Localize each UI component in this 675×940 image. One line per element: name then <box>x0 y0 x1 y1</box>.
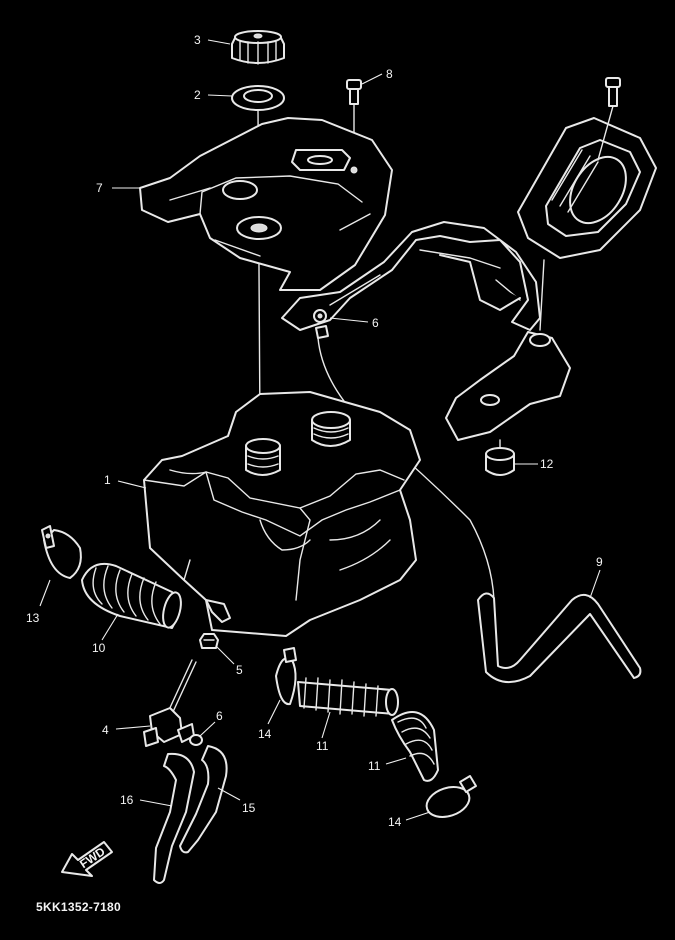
callout-6-lower: 6 <box>216 709 223 723</box>
callout-10: 10 <box>92 641 106 655</box>
grommet <box>485 447 515 476</box>
callout-6-upper: 6 <box>372 316 379 330</box>
callout-13: 13 <box>26 611 40 625</box>
filter-screen <box>199 633 219 649</box>
vent-hose <box>477 592 642 683</box>
top-cover <box>139 117 393 291</box>
fuel-cock <box>143 659 197 747</box>
frame-bracket <box>281 221 541 331</box>
fuel-cap <box>231 30 285 65</box>
callout-3: 3 <box>194 33 201 47</box>
fuel-hoses <box>153 745 228 884</box>
callout-5: 5 <box>236 663 243 677</box>
corrugated-duct <box>81 562 182 629</box>
spring-hose <box>297 677 399 717</box>
callout-4: 4 <box>102 723 109 737</box>
diagram-code: 5KK1352-7180 <box>36 900 121 914</box>
callout-11-upper: 11 <box>316 739 329 753</box>
fuel-tank <box>143 391 421 637</box>
callouts: 3 2 8 7 6 1 12 9 13 10 5 4 6 14 11 11 14… <box>26 33 603 829</box>
lower-mount <box>445 259 571 461</box>
callout-16: 16 <box>120 793 134 807</box>
coil-hose <box>391 711 439 782</box>
hose-clip-upper <box>315 325 495 601</box>
callout-2: 2 <box>194 88 201 102</box>
leader-lines <box>39 39 601 821</box>
callout-9: 9 <box>596 555 603 569</box>
callout-11-lower: 11 <box>368 759 381 773</box>
callout-8: 8 <box>386 67 393 81</box>
callout-1: 1 <box>104 473 111 487</box>
cap-seal <box>231 85 285 111</box>
fwd-arrow-icon: FWD <box>61 841 113 877</box>
callout-14-lower: 14 <box>388 815 402 829</box>
hose-clamp <box>41 525 82 579</box>
callout-12: 12 <box>540 457 554 471</box>
hose-band-upper <box>275 647 297 706</box>
callout-14-upper: 14 <box>258 727 272 741</box>
callout-15: 15 <box>242 801 256 815</box>
side-plate <box>517 77 657 259</box>
hose-clip-lower <box>189 734 203 746</box>
hose-band-lower <box>425 775 477 818</box>
callout-7: 7 <box>96 181 103 195</box>
